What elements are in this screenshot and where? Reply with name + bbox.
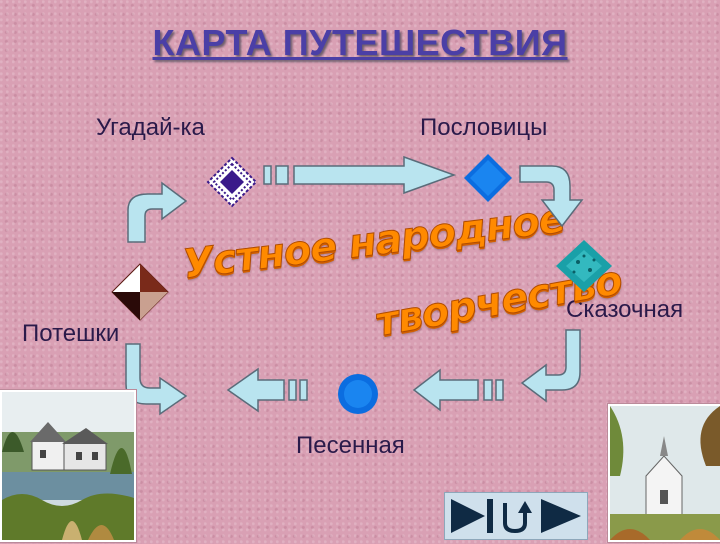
diamond-pesennaya[interactable] — [338, 374, 378, 414]
stop-label-skazochnaya[interactable]: Сказочная — [566, 296, 684, 323]
diamond-poteshki[interactable] — [111, 263, 169, 321]
stop-label-poslovitsy[interactable]: Пословицы — [420, 114, 548, 141]
photo-lake-house — [0, 390, 136, 542]
arrow-curve-right-down — [519, 165, 584, 228]
stop-label-pesennaya[interactable]: Песенная — [296, 432, 405, 459]
photo-chapel — [608, 404, 720, 542]
chapel-image — [610, 406, 720, 540]
diamond-poslovitsy[interactable] — [464, 154, 512, 202]
stop-label-ugadayka[interactable]: Угадай-ка — [96, 114, 205, 141]
return-icon[interactable] — [499, 497, 532, 535]
arrow-curve-right-downleft — [520, 329, 581, 403]
diamond-skazochnaya[interactable] — [556, 240, 612, 292]
arrow-bottom-right — [412, 368, 504, 412]
arrow-top-right — [263, 155, 457, 195]
stop-label-poteshki[interactable]: Потешки — [22, 320, 120, 347]
diamond-ugadayka[interactable] — [206, 156, 258, 208]
navigation-controls-icons — [451, 497, 581, 535]
navigation-controls — [444, 492, 588, 540]
page-title: КАРТА ПУТЕШЕСТВИЯ — [152, 22, 568, 63]
arrow-bottom-left — [226, 367, 308, 413]
skip-start-icon[interactable] — [451, 499, 493, 533]
lake-house-image — [2, 392, 134, 540]
arrow-curve-left-up — [127, 181, 188, 243]
play-icon[interactable] — [541, 499, 581, 533]
